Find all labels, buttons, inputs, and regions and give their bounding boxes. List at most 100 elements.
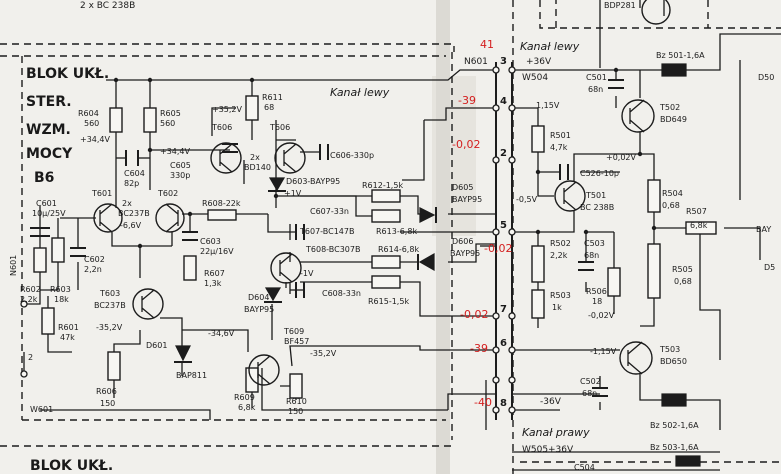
resistor-r605 <box>143 107 157 133</box>
label-c504: C504 <box>574 463 595 472</box>
label-t606: T606 <box>211 123 232 132</box>
label-r504: R504 <box>662 189 683 198</box>
label-t609: T609 <box>283 327 304 336</box>
resistor-r501 <box>531 125 545 153</box>
capacitor-c501 <box>608 79 624 89</box>
label-c601: C601 <box>36 199 57 208</box>
transistor-t608 <box>270 252 302 284</box>
label-t503: T503 <box>659 345 680 354</box>
transistor-t601 <box>93 203 123 233</box>
resistor-r614 <box>371 255 401 269</box>
capacitor-c503 <box>578 261 594 271</box>
block-title-line-2: STER. <box>26 94 72 110</box>
svg-text:68n: 68n <box>584 251 599 260</box>
resistor-r602 <box>33 247 47 273</box>
svg-text:68: 68 <box>264 103 274 112</box>
label-connector-w601: W601 <box>30 405 53 414</box>
block-title: BLOK UKŁ. STER. WZM. MOCY B6 BLOK UKŁ. 2… <box>26 1 135 474</box>
svg-text:BAYP95: BAYP95 <box>450 249 480 258</box>
resistor-r615 <box>371 275 401 289</box>
label-c503: C503 <box>584 239 605 248</box>
resistor-r503 <box>531 289 545 319</box>
svg-text:22µ/16V: 22µ/16V <box>200 247 234 256</box>
channel-label-block: Kanał lewy <box>330 86 390 99</box>
resistor-r505 <box>647 243 661 299</box>
svg-text:-35,2V: -35,2V <box>96 323 123 332</box>
diode-symbols <box>174 177 437 363</box>
label-bdp281: BDP281 <box>604 1 636 10</box>
svg-text:68n: 68n <box>588 85 603 94</box>
svg-text:BAYP95: BAYP95 <box>452 195 482 204</box>
label-bz502: Bz 502-1,6A <box>650 421 699 430</box>
wiring-driver-stage <box>23 69 496 420</box>
block-title-line-3: WZM. <box>26 122 71 138</box>
label-c606: C606-330p <box>330 151 374 160</box>
block-title-line-5: B6 <box>34 170 54 186</box>
resistor-r608 <box>207 209 237 221</box>
svg-text:+35,2V: +35,2V <box>212 105 243 114</box>
resistor-symbols <box>33 95 717 399</box>
svg-text:+34,4V: +34,4V <box>160 147 191 156</box>
capacitor-c604 <box>125 150 139 166</box>
block-title-bottom: BLOK UKŁ. <box>30 458 113 474</box>
label-t606-b: T606 <box>269 123 290 132</box>
label-t501: T501 <box>585 191 606 200</box>
svg-text:68n: 68n <box>582 389 597 398</box>
measurement-pin-2: -0,02 <box>452 138 480 151</box>
label-bz501: Bz 501-1,6A <box>656 51 705 60</box>
svg-text:18k: 18k <box>54 295 69 304</box>
label-c502: C502 <box>580 377 601 386</box>
svg-text:330p: 330p <box>170 171 190 180</box>
wiring-output-stage <box>480 0 781 471</box>
svg-text:1,3k: 1,3k <box>204 279 222 288</box>
label-d603: D603-BAYP95 <box>286 177 340 186</box>
measurement-pin-3: 41 <box>480 38 494 51</box>
resistor-r507 <box>685 221 717 235</box>
connector-n601-label: N601 <box>464 57 488 67</box>
svg-text:BC 238B: BC 238B <box>580 203 614 212</box>
svg-text:6,8k: 6,8k <box>238 403 256 412</box>
svg-text:47k: 47k <box>60 333 75 342</box>
svg-text:560: 560 <box>160 119 175 128</box>
svg-text:2x: 2x <box>122 199 132 208</box>
label-r614: R614-6,8k <box>378 245 419 254</box>
label-pin-left: 2 <box>28 353 33 362</box>
svg-text:+1V: +1V <box>284 189 302 198</box>
label-d50: D50 <box>758 73 774 82</box>
transistor-t603 <box>132 288 164 320</box>
transistor-bdp281 <box>641 0 671 25</box>
svg-text:BF457: BF457 <box>284 337 309 346</box>
transistor-t606-b <box>274 142 306 174</box>
capacitor-c606 <box>319 144 329 160</box>
label-d601: D601 <box>146 341 167 350</box>
label-c526: C526-10p <box>580 169 619 178</box>
label-c501: C501 <box>586 73 607 82</box>
capacitor-c502 <box>592 387 608 397</box>
resistor-r612 <box>371 189 401 203</box>
svg-text:+0,02V: +0,02V <box>606 153 637 162</box>
top-transistors-label: 2 x BC 238B <box>80 1 135 11</box>
connector-w504-label: W504 <box>522 73 548 83</box>
svg-text:BC237B: BC237B <box>118 209 150 218</box>
channel-label-left: Kanał lewy <box>520 40 580 53</box>
label-d605: D605 <box>452 183 473 192</box>
label-d604: D604 <box>248 293 269 302</box>
svg-text:-1,15V: -1,15V <box>590 347 617 356</box>
capacitor-c603 <box>182 231 198 241</box>
label-r602: R602 <box>20 285 41 294</box>
rail-plus36-label: +36V <box>526 57 552 67</box>
svg-text:2,2k: 2,2k <box>550 251 568 260</box>
svg-text:1,15V: 1,15V <box>536 101 560 110</box>
resistor-r606 <box>107 351 121 381</box>
svg-text:0,68: 0,68 <box>674 277 692 286</box>
transistor-symbols <box>93 0 671 386</box>
measurement-pin-8: -40 <box>474 396 492 409</box>
capacitor-c601 <box>30 227 50 237</box>
pin-5: 5 <box>500 220 507 231</box>
svg-text:BC237B: BC237B <box>94 301 126 310</box>
transistor-t503 <box>619 341 653 375</box>
svg-text:-0,5V: -0,5V <box>516 195 538 204</box>
component-labels-driver: R604 560 +34,4V R605 560 R611 68 +35,2V … <box>9 93 482 416</box>
measurement-pin-7: -0,02 <box>460 308 488 321</box>
